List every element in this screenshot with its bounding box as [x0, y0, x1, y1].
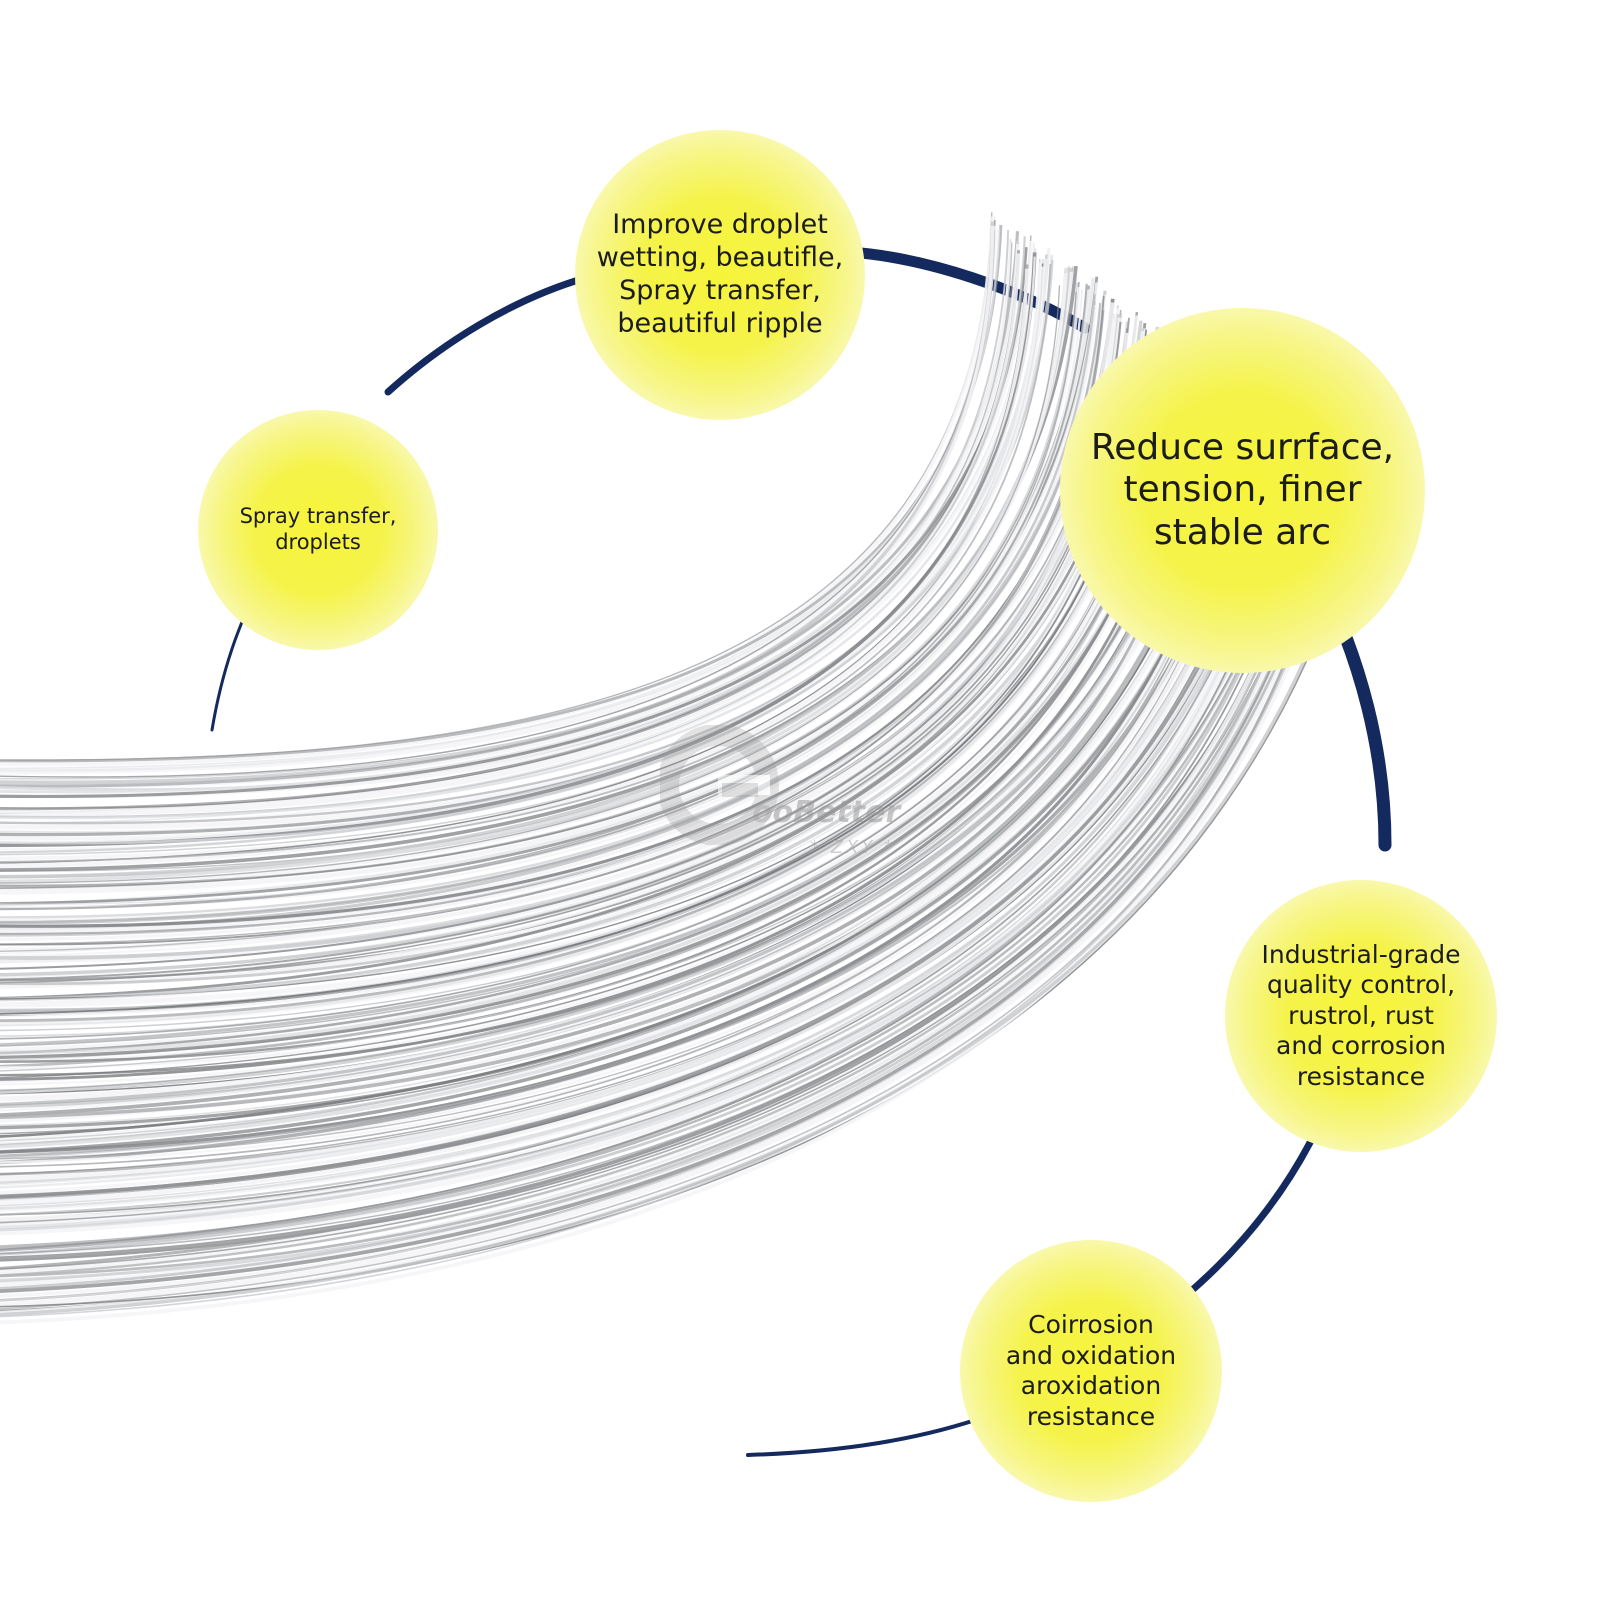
watermark-sub-text: * ZXY *	[810, 837, 897, 858]
wire-strand	[0, 455, 1332, 1278]
arc-segment-upper-left	[384, 274, 589, 396]
wire-strand	[0, 482, 1365, 1317]
wire-strand	[0, 263, 1052, 863]
wire-strand	[0, 302, 1102, 924]
wire-highlight	[0, 244, 1020, 795]
wire-strand	[0, 248, 1037, 820]
feature-text: Reduce surrface, tension, finer stable a…	[1090, 426, 1395, 553]
feature-text: Coirrosion and oxidation aroxidation res…	[1005, 1310, 1177, 1431]
wire-strand	[0, 475, 1345, 1310]
wire-strand	[0, 281, 1080, 889]
arc-segment-bottom	[746, 1413, 992, 1457]
feature-bubble-corrosion-resistance: Coirrosion and oxidation aroxidation res…	[960, 1240, 1222, 1502]
wire-highlight	[0, 484, 1346, 1325]
feature-bubble-droplet-wetting: Improve droplet wetting, beautifle, Spra…	[575, 130, 865, 420]
wire-strand	[0, 464, 1324, 1277]
wire-strand	[0, 455, 1336, 1270]
wire-highlight	[0, 266, 1045, 869]
wire-strand	[0, 285, 1061, 884]
arc-segment-top-right	[844, 246, 1091, 334]
wire-highlight	[0, 253, 1021, 814]
feature-text: Improve droplet wetting, beautifle, Spra…	[596, 209, 844, 339]
wire-strand	[0, 247, 1028, 799]
wire-strand	[0, 464, 1338, 1290]
wire-strand	[0, 267, 1068, 884]
feature-bubble-surface-tension: Reduce surrface, tension, finer stable a…	[1060, 308, 1425, 673]
wire-highlight	[0, 474, 1343, 1308]
wire-highlight	[0, 273, 1068, 889]
wire-strand	[0, 243, 1035, 824]
brand-logo-mark	[660, 725, 779, 845]
wire-strand	[0, 452, 1313, 1262]
feature-text: Industrial-grade quality control, rustro…	[1261, 939, 1461, 1091]
wire-strand	[0, 443, 1315, 1256]
feature-bubble-quality-control: Industrial-grade quality control, rustro…	[1225, 880, 1497, 1152]
feature-bubble-spray-transfer: Spray transfer, droplets	[198, 410, 438, 650]
wire-strand	[0, 451, 1313, 1252]
arc-segment-lower-right	[1179, 1108, 1329, 1302]
brand-watermark: ooBetter * ZXY *	[660, 725, 940, 885]
feature-text: Spray transfer, droplets	[239, 504, 397, 554]
wire-strand	[0, 446, 1297, 1251]
watermark-brand-text: ooBetter	[752, 795, 901, 830]
